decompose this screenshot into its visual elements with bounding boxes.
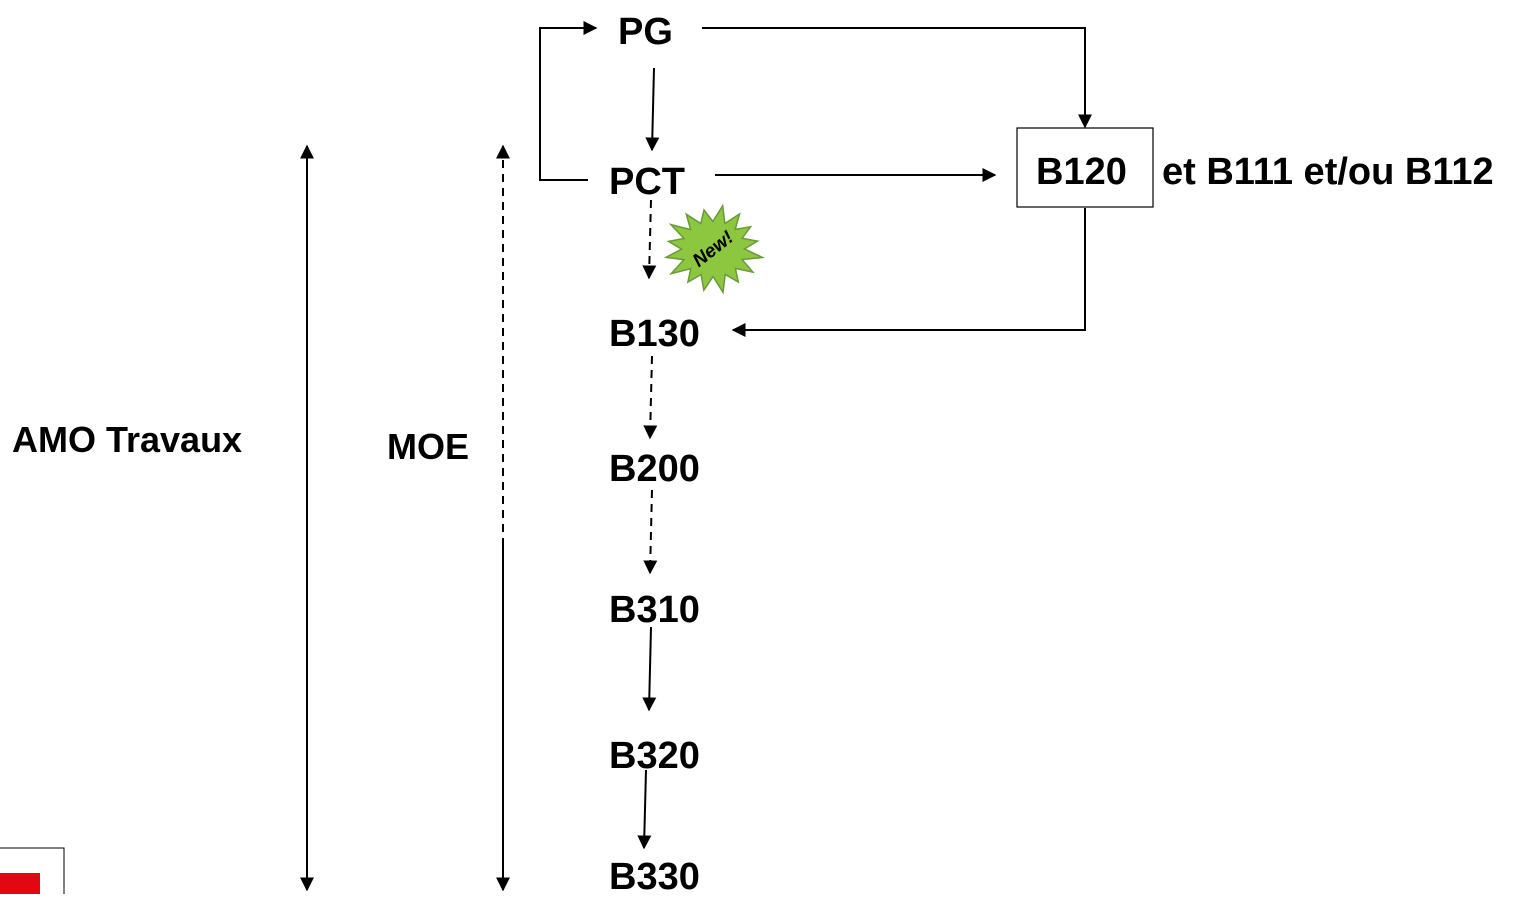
new-badge: New! xyxy=(663,203,766,295)
node-b320: B320 xyxy=(609,735,700,777)
node-b130: B130 xyxy=(609,313,700,355)
amo-label: AMO Travaux xyxy=(12,419,242,460)
edge-pg-to-b120 xyxy=(702,27,1092,129)
edge-pct-to-pg xyxy=(539,21,598,181)
logo xyxy=(0,847,65,899)
new-badge-starburst xyxy=(663,203,766,295)
edge-b120-to-b130 xyxy=(731,208,1086,337)
edge-b200-to-b310 xyxy=(643,489,658,575)
b120-box xyxy=(1016,127,1154,208)
node-pct: PCT xyxy=(609,161,685,203)
edge-pg-to-pct xyxy=(645,67,660,152)
edge-b130-to-b200 xyxy=(643,355,658,440)
logo-red-block xyxy=(0,873,40,894)
node-pg: PG xyxy=(618,11,673,53)
edge-b320-to-b330 xyxy=(637,769,652,850)
node-b120-extra: et B111 et/ou B112 xyxy=(1162,151,1494,193)
edge-pct-to-b130 xyxy=(642,199,657,280)
node-b200: B200 xyxy=(609,448,700,490)
moe-label: MOE xyxy=(387,426,469,467)
node-b310: B310 xyxy=(609,589,700,631)
node-b330: B330 xyxy=(609,856,700,894)
node-b120: B120 xyxy=(1036,151,1127,193)
edge-b310-to-b320 xyxy=(642,626,657,712)
